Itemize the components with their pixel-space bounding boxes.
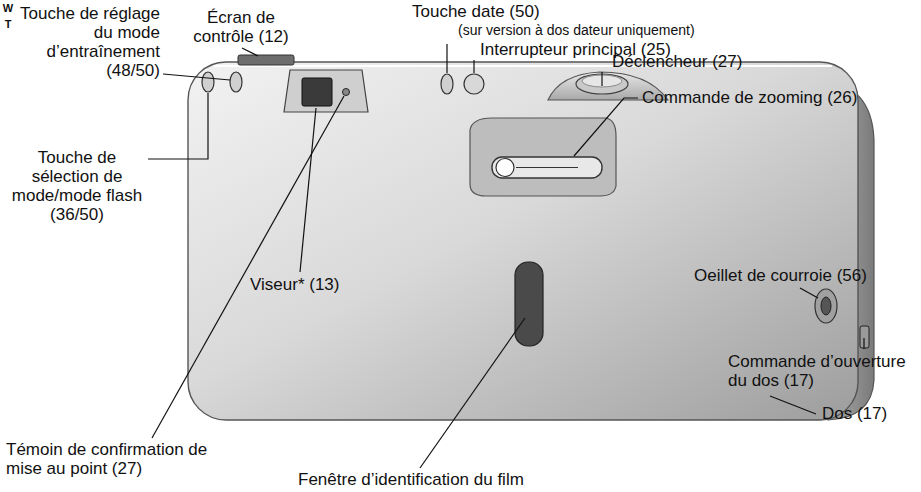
callout-label: Commande de zooming (26) (642, 88, 902, 107)
callout-label: Touche date (50) (412, 2, 582, 21)
zoom-wide-mark: W (0, 0, 16, 16)
callout-label: Écran de contrôle (12) (184, 8, 298, 46)
leader-lines (148, 44, 864, 468)
callout-label: Touche de réglage du mode d’entraînement… (14, 4, 160, 80)
callout-label: Touche de sélection de mode/mode flash (… (8, 148, 146, 224)
callout-label: Déclencheur (27) (612, 52, 782, 71)
callout-label: Témoin de confirmation de mise au point … (6, 440, 244, 478)
callout-label: Oeillet de courroie (56) (694, 266, 904, 285)
zoom-tele-mark: T (0, 16, 16, 32)
callout-label: Commande d’ouverture du dos (17) (728, 352, 914, 390)
callout-label: Viseur* (13) (250, 275, 370, 294)
note-label: (sur version à dos dateur uniquement) (458, 22, 758, 38)
callout-label: Fenêtre d’identification du film (298, 470, 598, 489)
callout-label: Dos (17) (822, 404, 912, 423)
